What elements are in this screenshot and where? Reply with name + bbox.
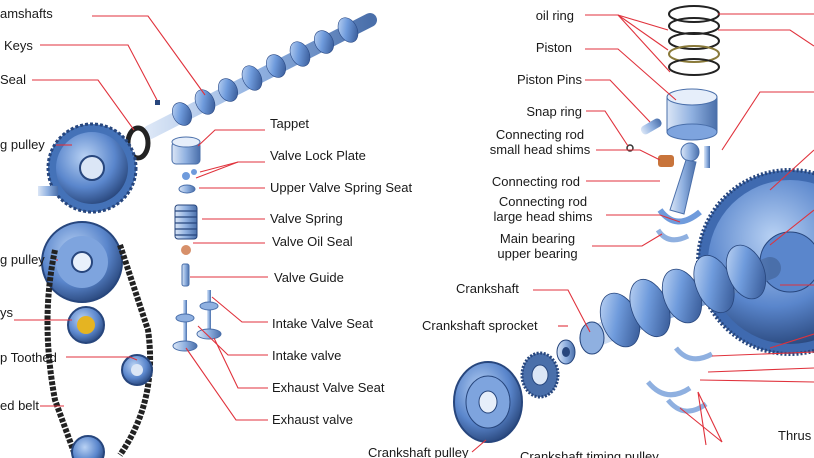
- lower-bearings: [646, 346, 714, 414]
- timing-belt: [44, 244, 153, 457]
- label-valve-guide: Valve Guide: [274, 270, 344, 285]
- label-crankshaft-pulley: Crankshaft pulley: [368, 445, 469, 458]
- label-timing-pulley-middle: g pulley: [0, 252, 45, 267]
- timing-pulley-top: [46, 122, 138, 214]
- label-timing-pulley-top: g pulley: [0, 137, 45, 152]
- key-part: [155, 100, 160, 105]
- label-valve-spring: Valve Spring: [270, 211, 343, 226]
- label-camshafts: amshafts: [0, 6, 53, 21]
- connecting-rod-part: [657, 142, 702, 225]
- label-intake-valve: Intake valve: [272, 348, 342, 363]
- label-connecting-rod-small-head-shims-line1: Connecting rod: [495, 127, 585, 142]
- label-main-bearing-line1: Main bearing: [499, 231, 576, 246]
- rod-bolt-part: [704, 146, 710, 168]
- label-valve-lock-plate: Valve Lock Plate: [270, 148, 366, 163]
- label-intake-valve-seat: Intake Valve Seat: [272, 316, 373, 331]
- crankshaft-pulley-part: [453, 361, 523, 443]
- crankshaft-part: [579, 244, 781, 355]
- oil-seal-part: [181, 245, 191, 255]
- main-bearing-part: [655, 228, 690, 243]
- crankshaft-sprocket-part: [556, 339, 576, 365]
- lock-plate-part: [182, 172, 190, 180]
- label-exhaust-valve: Exhaust valve: [272, 412, 353, 427]
- snap-ring-part: [626, 144, 634, 152]
- label-pump-toothed: p Toothed: [0, 350, 57, 365]
- label-exhaust-valve-seat: Exhaust Valve Seat: [272, 380, 385, 395]
- label-crankshaft-timing-pulley: Crankshaft timing pulley: [520, 449, 659, 458]
- tensioner-hub: [77, 316, 95, 334]
- camshaft: [143, 13, 377, 139]
- label-thrust: Thrus: [778, 428, 812, 443]
- label-crankshaft: Crankshaft: [456, 281, 519, 296]
- label-connecting-rod-small-head-shims-line2: small head shims: [489, 142, 591, 157]
- crankshaft-timing-pulley-part: [520, 351, 560, 399]
- label-connecting-rod: Connecting rod: [491, 174, 580, 189]
- label-connecting-rod-large-head-shims: Connecting rod large head shims: [478, 194, 608, 224]
- label-crankshaft-sprocket: Crankshaft sprocket: [422, 318, 538, 333]
- label-tappet: Tappet: [270, 116, 310, 131]
- label-seal: Seal: [0, 72, 27, 87]
- valve-spring-part: [174, 204, 198, 240]
- bolt-part: [38, 186, 58, 196]
- spring-seat-part: [178, 184, 196, 194]
- label-piston-pins: Piston Pins: [516, 72, 582, 87]
- label-connecting-rod-large-head-shims-line1: Connecting rod: [498, 194, 588, 209]
- label-connecting-rod-small-head-shims: Connecting rod small head shims: [470, 127, 610, 157]
- label-timed-belt: ed belt: [0, 398, 40, 413]
- piston-part: [666, 88, 718, 141]
- lower-pulley: [71, 435, 105, 458]
- label-oil-ring: oil ring: [535, 8, 574, 23]
- label-upper-valve-spring-seat: Upper Valve Spring Seat: [270, 180, 413, 195]
- label-keys-lower: ys: [0, 305, 13, 320]
- label-main-bearing-line2: upper bearing: [497, 246, 578, 261]
- piston-pin-part: [640, 118, 662, 135]
- label-snap-ring: Snap ring: [526, 104, 582, 119]
- label-connecting-rod-large-head-shims-line2: large head shims: [493, 209, 593, 224]
- piston-rings: [668, 5, 720, 76]
- valves-part: [172, 290, 222, 352]
- small-head-shim-part: [658, 155, 674, 167]
- valve-guide-part: [181, 263, 190, 287]
- idler-hub: [131, 364, 143, 376]
- label-piston: Piston: [535, 40, 572, 55]
- timing-pulley-middle: [41, 221, 123, 303]
- label-valve-oil-seal: Valve Oil Seal: [272, 234, 353, 249]
- label-keys: Keys: [4, 38, 33, 53]
- leader-lines: [14, 13, 814, 453]
- label-main-bearing-upper-bearing: Main bearing upper bearing: [480, 231, 595, 261]
